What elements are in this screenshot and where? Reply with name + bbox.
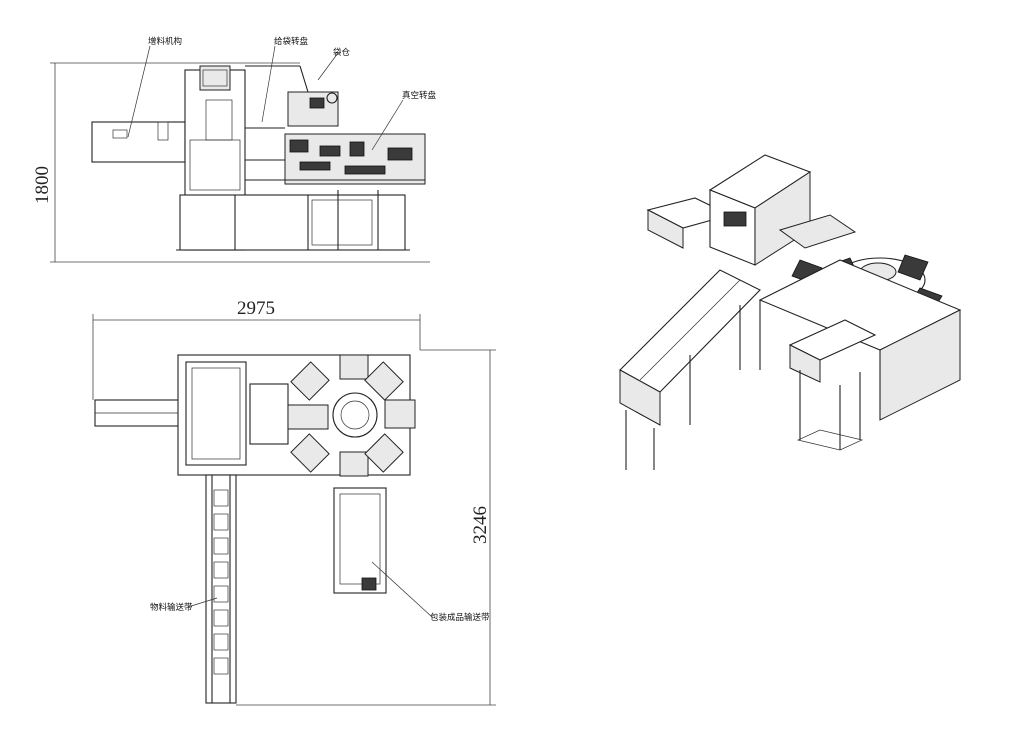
- label-material-conveyor: 物料输送带: [150, 602, 193, 613]
- label-vacuum-turntable: 真空转盘: [402, 90, 437, 101]
- label-finished-conveyor: 包装成品输送带: [430, 612, 490, 623]
- side-elevation-view: [50, 45, 430, 263]
- height-dimension-label: 1800: [32, 166, 53, 204]
- top-plan-view: [92, 314, 496, 706]
- isometric-view: [619, 154, 962, 470]
- label-bag-magazine: 袋仓: [333, 47, 351, 58]
- turntable-stations: [290, 354, 416, 477]
- label-bag-pickup-turntable: 给袋转盘: [274, 36, 309, 47]
- width-dimension-label: 2975: [237, 298, 275, 319]
- depth-dimension-label: 3246: [470, 506, 491, 544]
- label-feeding-mechanism: 增料机构: [148, 36, 182, 47]
- conveyor-cells: [213, 489, 229, 675]
